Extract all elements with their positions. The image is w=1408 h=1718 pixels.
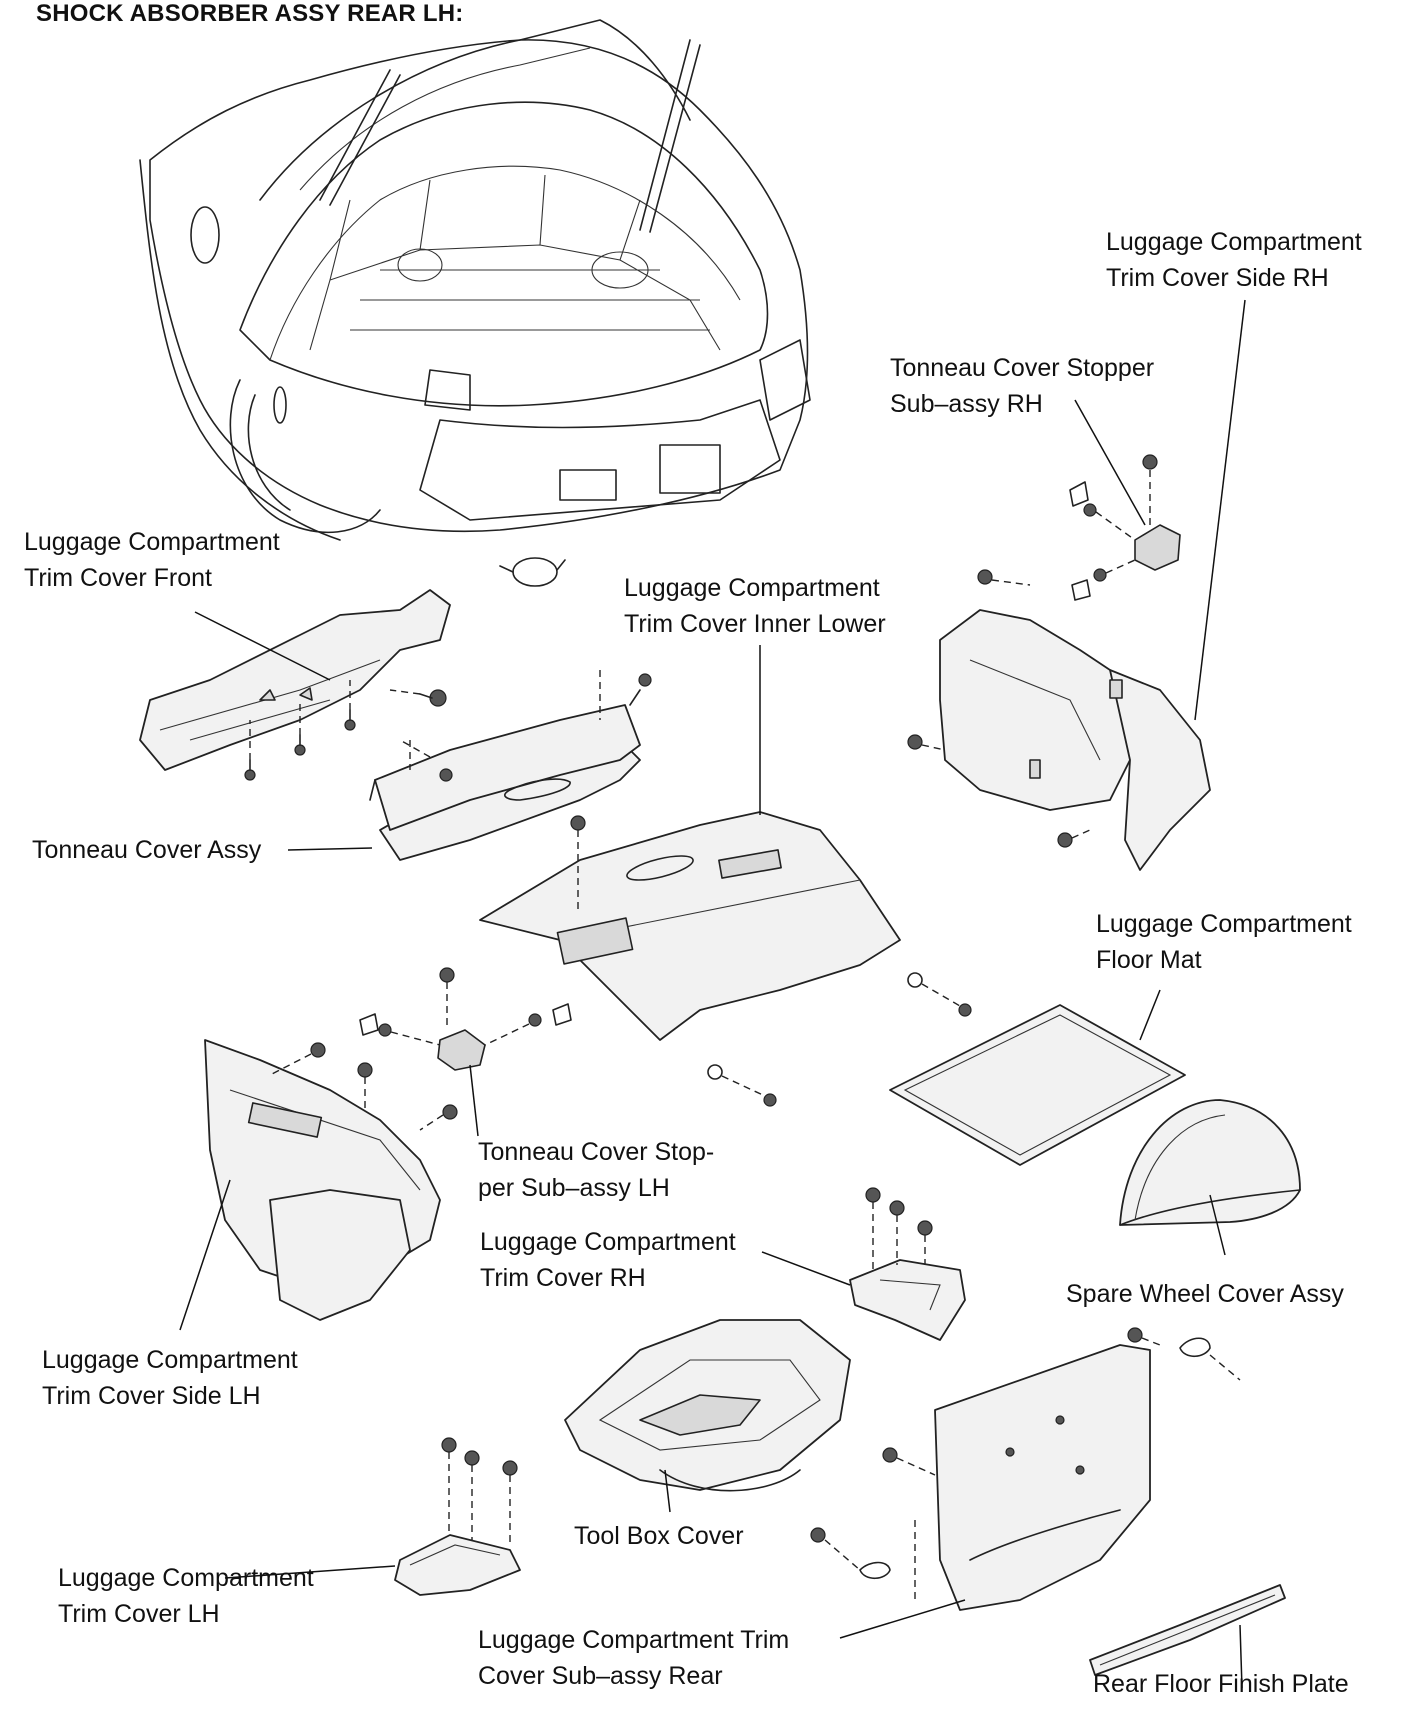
part-tonneau-cover-assy — [369, 670, 652, 861]
label-trim-cover-rh: Luggage Compartment Trim Cover RH — [480, 1224, 736, 1296]
label-trim-cover-side-lh: Luggage Compartment Trim Cover Side LH — [42, 1342, 298, 1414]
label-line: Tonneau Cover Stop- — [478, 1138, 715, 1166]
label-line: Luggage Compartment — [480, 1228, 736, 1256]
label-trim-cover-rear: Luggage Compartment Trim Cover Sub–assy … — [478, 1622, 789, 1694]
part-trim-cover-inner-lower — [479, 811, 972, 1107]
part-tool-box-cover — [564, 1319, 851, 1492]
label-rear-floor-finish-plate: Rear Floor Finish Plate — [1093, 1666, 1349, 1702]
diagram-title: SHOCK ABSORBER ASSY REAR LH: — [36, 0, 464, 27]
label-line: Trim Cover LH — [58, 1600, 220, 1628]
label-line: Trim Cover RH — [480, 1264, 646, 1292]
label-floor-mat: Luggage Compartment Floor Mat — [1096, 906, 1352, 978]
label-tool-box-cover: Tool Box Cover — [574, 1518, 744, 1554]
car-body-drawing — [139, 19, 811, 587]
label-stopper-lh: Tonneau Cover Stop- per Sub–assy LH — [478, 1134, 714, 1206]
part-stopper-rh — [1069, 454, 1181, 601]
label-spare-wheel-cover: Spare Wheel Cover Assy — [1066, 1276, 1344, 1312]
label-line: Luggage Compartment — [42, 1346, 298, 1374]
label-line: Trim Cover Front — [24, 564, 212, 592]
part-trim-cover-rear — [810, 1327, 1241, 1611]
part-trim-cover-side-rh — [907, 569, 1211, 871]
leader-lines — [179, 299, 1246, 1689]
label-line: Luggage Compartment Trim — [478, 1626, 790, 1654]
label-line: Luggage Compartment — [1096, 910, 1352, 938]
label-line: Luggage Compartment — [1106, 228, 1362, 256]
part-trim-cover-rh — [849, 1187, 966, 1341]
label-line: Luggage Compartment — [24, 528, 280, 556]
label-line: Trim Cover Side RH — [1106, 264, 1329, 292]
label-line: Trim Cover Inner Lower — [624, 610, 886, 638]
label-line: Trim Cover Side LH — [42, 1382, 261, 1410]
label-line: Spare Wheel Cover Assy — [1066, 1280, 1344, 1308]
part-floor-mat — [889, 1004, 1186, 1166]
part-trim-cover-lh — [394, 1437, 521, 1596]
part-stopper-lh — [359, 967, 572, 1071]
part-rear-floor-finish-plate — [1089, 1584, 1286, 1676]
label-trim-cover-side-rh: Luggage Compartment Trim Cover Side RH — [1106, 224, 1362, 296]
label-line: Rear Floor Finish Plate — [1093, 1670, 1349, 1698]
part-trim-cover-side-lh — [204, 1039, 458, 1321]
label-line: Tonneau Cover Assy — [32, 836, 262, 864]
part-trim-cover-front — [139, 589, 451, 781]
label-line: Sub–assy RH — [890, 390, 1043, 418]
label-line: Luggage Compartment — [624, 574, 880, 602]
label-line: Tool Box Cover — [574, 1522, 744, 1550]
label-line: Floor Mat — [1096, 946, 1202, 974]
label-trim-cover-lh: Luggage Compartment Trim Cover LH — [58, 1560, 314, 1632]
label-line: per Sub–assy LH — [478, 1174, 670, 1202]
label-tonneau-cover-assy: Tonneau Cover Assy — [32, 832, 261, 868]
label-line: Cover Sub–assy Rear — [478, 1662, 723, 1690]
label-trim-cover-front: Luggage Compartment Trim Cover Front — [24, 524, 280, 596]
label-line: Tonneau Cover Stopper — [890, 354, 1155, 382]
label-trim-cover-inner-lower: Luggage Compartment Trim Cover Inner Low… — [624, 570, 886, 642]
part-spare-wheel-cover — [1119, 1099, 1301, 1226]
label-line: Luggage Compartment — [58, 1564, 314, 1592]
label-stopper-rh: Tonneau Cover Stopper Sub–assy RH — [890, 350, 1154, 422]
